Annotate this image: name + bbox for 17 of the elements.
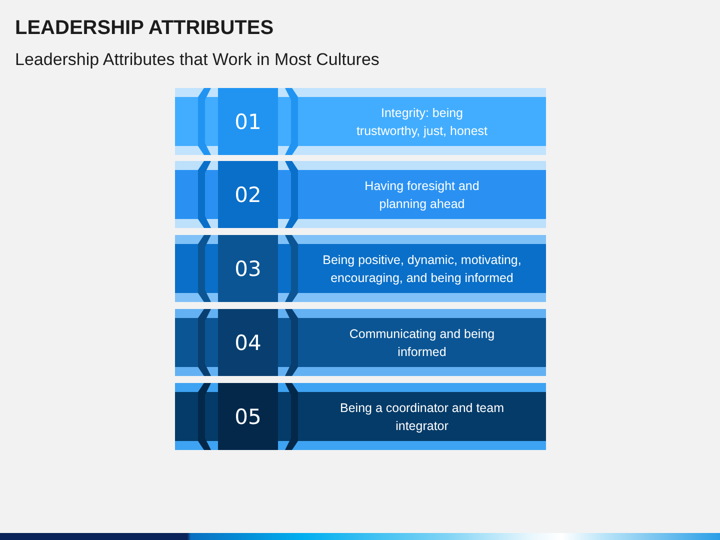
number-block: 04 [218,309,278,376]
number-block: 02 [218,161,278,228]
attribute-text: Having foresight and planning ahead [364,178,480,212]
attribute-row [175,309,546,376]
attribute-row [175,161,546,228]
attribute-text: Communicating and being informed [348,326,496,360]
slide-subtitle: Leadership Attributes that Work in Most Cultures [15,49,380,71]
slide-title: LEADERSHIP ATTRIBUTES [15,16,274,41]
attribute-text: Being a coordinator and team integrator [339,400,505,434]
attribute-text: Integrity: being trustworthy, just, honest [355,104,489,140]
attribute-row [175,383,546,450]
number-block: 05 [218,383,278,450]
attribute-row [175,235,546,302]
number-block: 01 [218,88,278,155]
number-block: 03 [218,235,278,302]
attribute-row [175,88,546,155]
attribute-text: Being positive, dynamic, motivating, encouraging, and being informed [322,252,522,286]
